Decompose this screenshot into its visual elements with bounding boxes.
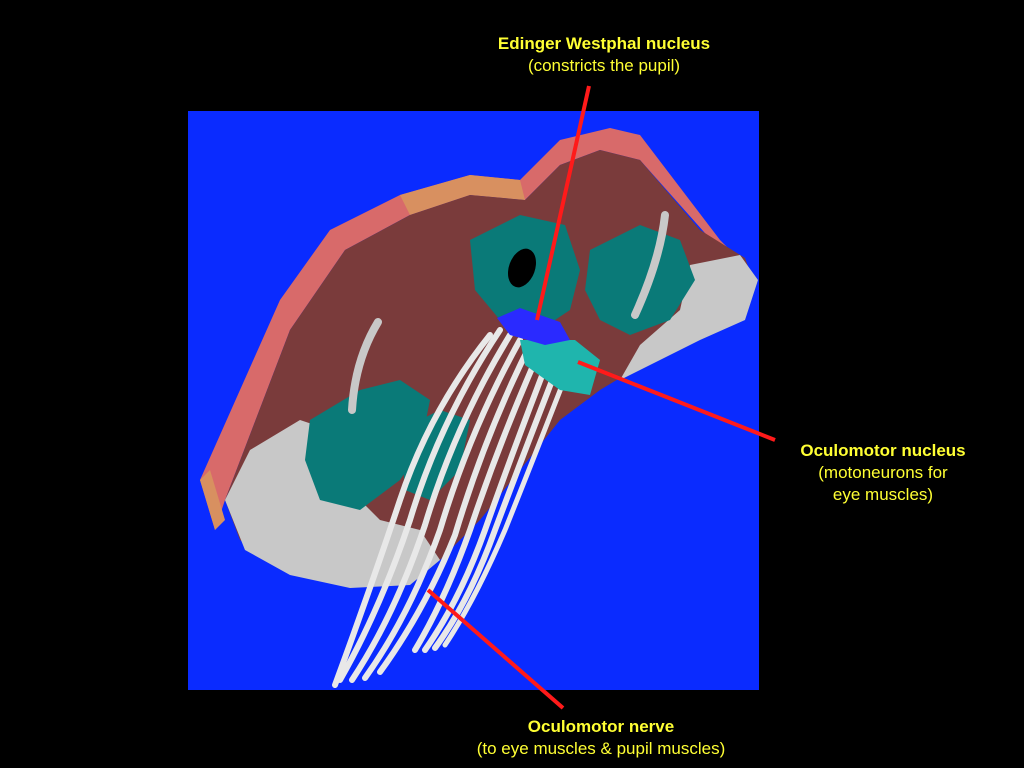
pointer-oculomotor-nucleus	[577, 360, 776, 442]
oculomotor-nucleus-subtitle-line1: (motoneurons for	[818, 463, 948, 482]
oculomotor-nerve-title: Oculomotor nerve	[527, 717, 675, 736]
oculomotor-nucleus-subtitle-line2: eye muscles)	[832, 485, 934, 504]
oculomotor-nerve-label: Oculomotor nerve (to eye muscles & pupil…	[420, 716, 782, 760]
edinger-westphal-title: Edinger Westphal nucleus	[497, 34, 711, 53]
pointer-edinger-westphal	[535, 85, 591, 321]
slab-edge-orange	[400, 175, 525, 215]
oculomotor-nucleus-shape	[520, 340, 600, 395]
pointer-oculomotor-nerve	[426, 588, 565, 710]
cerebral-aqueduct	[507, 248, 537, 288]
edinger-westphal-label: Edinger Westphal nucleus (constricts the…	[454, 33, 754, 77]
edinger-westphal-nucleus-shape	[497, 308, 570, 345]
oculomotor-nerve-subtitle: (to eye muscles & pupil muscles)	[476, 739, 726, 758]
oculomotor-nucleus-title: Oculomotor nucleus	[800, 441, 966, 460]
oculomotor-nucleus-label: Oculomotor nucleus (motoneurons for eye …	[772, 440, 994, 506]
gray-matter-left	[305, 380, 430, 510]
slab-edge	[200, 128, 740, 530]
white-matter-right	[620, 255, 758, 380]
edinger-westphal-subtitle: (constricts the pupil)	[527, 56, 681, 75]
white-stripe-right	[631, 211, 669, 319]
gray-matter-right	[585, 225, 695, 335]
slab-edge-orange-left	[200, 470, 225, 530]
white-stripe-left	[348, 318, 382, 414]
